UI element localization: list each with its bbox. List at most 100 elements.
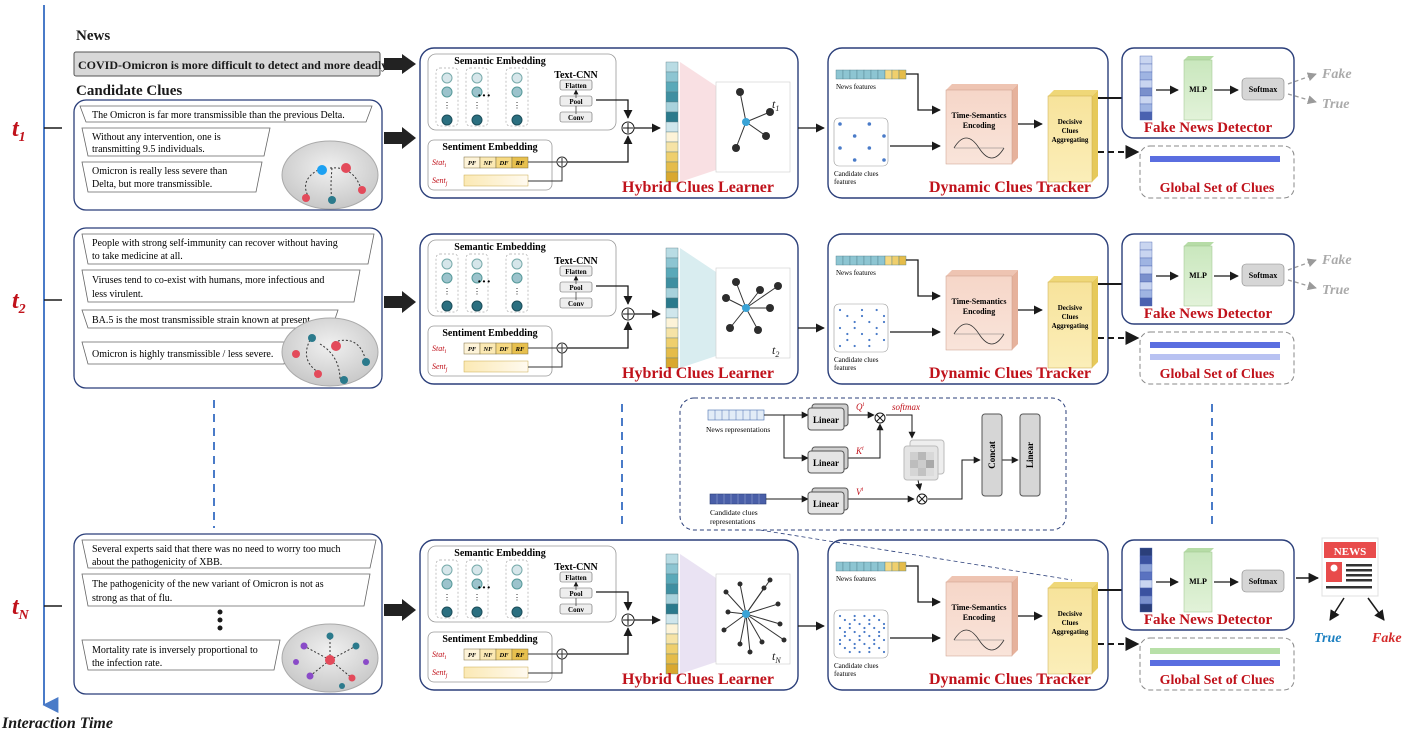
graph-time-label: t2 bbox=[772, 343, 779, 359]
rowN-clue-3b: the infection rate. bbox=[92, 658, 162, 669]
graph-time-label: tN bbox=[772, 649, 781, 665]
semantic-embedding-title: Semantic Embedding bbox=[454, 56, 545, 67]
semantic-embedding-title: Semantic Embedding bbox=[454, 242, 545, 253]
row2-arrow bbox=[384, 291, 416, 313]
news-heading: News bbox=[76, 28, 110, 44]
svg-text:Decisive: Decisive bbox=[1058, 610, 1083, 618]
svg-text:PF: PF bbox=[468, 652, 477, 659]
global-set-title: Global Set of Clues bbox=[1160, 367, 1275, 382]
svg-text:Decisive: Decisive bbox=[1058, 118, 1083, 126]
news-text: COVID-Omicron is more difficult to detec… bbox=[78, 58, 390, 72]
sent-label: Sentj bbox=[432, 176, 448, 187]
time-label-tn: tN bbox=[12, 594, 30, 623]
row2-clue-4: Omicron is highly transmissible / less s… bbox=[92, 349, 273, 360]
row1-clue-3a: Omicron is really less severe than bbox=[92, 166, 227, 177]
svg-text:Softmax: Softmax bbox=[1249, 577, 1277, 586]
news-features-label: News features bbox=[836, 83, 876, 91]
row2-clue-2b: less virulent. bbox=[92, 289, 143, 300]
svg-text:Decisive: Decisive bbox=[1058, 304, 1083, 312]
sentiment-embedding-title: Sentiment Embedding bbox=[442, 142, 537, 153]
svg-text:Conv: Conv bbox=[568, 300, 584, 308]
row1-arrow bbox=[384, 127, 416, 149]
linear-v: Linear bbox=[807, 487, 849, 515]
fake-news-detector-title: Fake News Detector bbox=[1144, 306, 1273, 322]
row1-clue-1: The Omicron is far more transmissible th… bbox=[92, 110, 345, 121]
time-semantics-encoding-block bbox=[945, 89, 1013, 165]
svg-text:Encoding: Encoding bbox=[963, 121, 995, 130]
svg-text:Conv: Conv bbox=[568, 606, 584, 614]
attention-matrix bbox=[903, 439, 945, 481]
svg-text:⋮: ⋮ bbox=[513, 593, 521, 602]
fake-news-detector-title: Fake News Detector bbox=[1144, 120, 1273, 136]
candidate-features-label-1: Candidate clues bbox=[834, 662, 879, 670]
time-semantics-encoding-block bbox=[945, 275, 1013, 351]
output-true: True bbox=[1314, 631, 1341, 646]
news-box bbox=[73, 51, 381, 77]
cand-reps-label-1: Candidate clues bbox=[710, 508, 758, 517]
candidate-features-grid bbox=[833, 303, 889, 353]
rowN-clue-2a: The pathogenicity of the new variant of … bbox=[92, 579, 324, 590]
hybrid-clues-learner-3: Semantic Embedding⋮⋮⋮···Text-CNNFlattenP… bbox=[419, 539, 825, 691]
global-set-title: Global Set of Clues bbox=[1160, 181, 1275, 196]
stat-label: Stati bbox=[432, 158, 446, 169]
svg-text:RF: RF bbox=[515, 160, 525, 167]
svg-text:···: ··· bbox=[477, 581, 491, 596]
svg-text:Flatten: Flatten bbox=[565, 268, 586, 276]
decisive-clues-aggregating-block bbox=[1047, 587, 1093, 675]
prob-fake-label: Fake bbox=[1321, 67, 1352, 82]
linear-q: Linear bbox=[807, 403, 849, 431]
svg-text:DF: DF bbox=[498, 160, 509, 167]
graph-time-label: t1 bbox=[772, 97, 779, 113]
row2-clue-1b: to take medicine at all. bbox=[92, 251, 183, 262]
news-features-label: News features bbox=[836, 269, 876, 277]
row1-clue-3b: Delta, but more transmissible. bbox=[92, 179, 212, 190]
svg-text:Aggregating: Aggregating bbox=[1052, 136, 1089, 144]
svg-text:···: ··· bbox=[477, 275, 491, 290]
svg-text:⋮: ⋮ bbox=[473, 101, 481, 110]
news-badge-icon: NEWS bbox=[1321, 537, 1379, 597]
softmax-block bbox=[1241, 569, 1285, 593]
softmax-block bbox=[1241, 77, 1285, 101]
sentiment-embedding-title: Sentiment Embedding bbox=[442, 634, 537, 645]
svg-text:Pool: Pool bbox=[569, 284, 582, 292]
hybrid-clues-learner-title: Hybrid Clues Learner bbox=[622, 671, 774, 688]
fake-news-detector-title: Fake News Detector bbox=[1144, 612, 1273, 628]
svg-text:PF: PF bbox=[468, 160, 477, 167]
svg-text:Pool: Pool bbox=[569, 590, 582, 598]
svg-text:MLP: MLP bbox=[1189, 577, 1207, 586]
svg-text:Flatten: Flatten bbox=[565, 574, 586, 582]
news-features-label: News features bbox=[836, 575, 876, 583]
prob-true-label: True bbox=[1322, 283, 1349, 298]
svg-text:Linear: Linear bbox=[1025, 442, 1035, 468]
rowN-clue-1b: about the pathogenicity of XBB. bbox=[92, 557, 222, 568]
candidate-features-grid bbox=[833, 609, 889, 659]
svg-text:Linear: Linear bbox=[813, 458, 839, 468]
time-label-t2: t2 bbox=[12, 288, 26, 317]
svg-text:Aggregating: Aggregating bbox=[1052, 628, 1089, 636]
decisive-clues-aggregating-block bbox=[1047, 281, 1093, 369]
attention-detail: News representations Candidate clues rep… bbox=[679, 397, 1073, 581]
graph-center-node bbox=[742, 610, 750, 618]
decisive-clues-aggregating-block bbox=[1047, 95, 1093, 183]
svg-text:RF: RF bbox=[515, 652, 525, 659]
output-section: NEWS True Fake bbox=[1296, 537, 1402, 646]
hybrid-clues-learner-title: Hybrid Clues Learner bbox=[622, 365, 774, 382]
svg-text:NF: NF bbox=[482, 652, 493, 659]
graph-center-node bbox=[742, 118, 750, 126]
svg-text:NF: NF bbox=[482, 160, 493, 167]
v-label: Vi bbox=[856, 487, 864, 497]
concat-block: Concat bbox=[981, 413, 1003, 497]
svg-text:⋮: ⋮ bbox=[513, 287, 521, 296]
svg-text:DF: DF bbox=[498, 346, 509, 353]
dynamic-clues-tracker-title: Dynamic Clues Tracker bbox=[929, 179, 1091, 196]
k-label: Ki bbox=[855, 446, 864, 456]
svg-text:⋮: ⋮ bbox=[513, 101, 521, 110]
news-badge-text: NEWS bbox=[1334, 546, 1366, 558]
softmax-block bbox=[1241, 263, 1285, 287]
rowN-arrow bbox=[384, 599, 416, 621]
svg-text:Conv: Conv bbox=[568, 114, 584, 122]
semantic-embedding-title: Semantic Embedding bbox=[454, 548, 545, 559]
svg-text:···: ··· bbox=[477, 89, 491, 104]
